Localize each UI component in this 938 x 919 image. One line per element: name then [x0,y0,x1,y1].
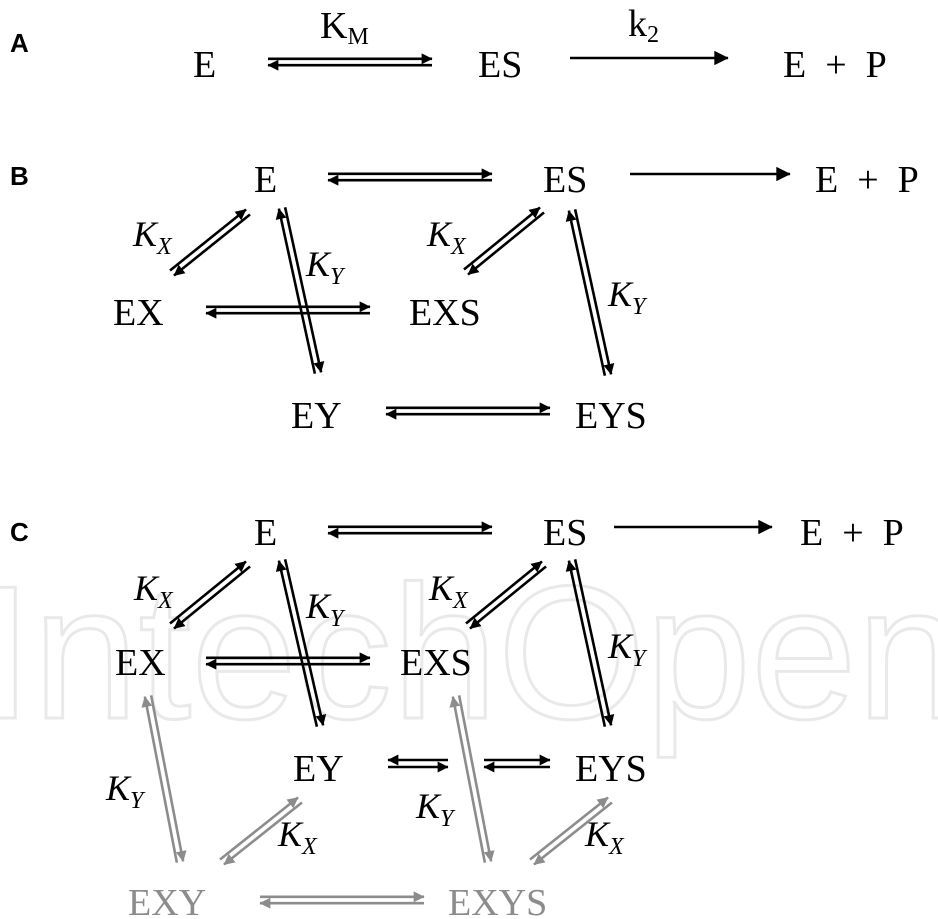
rate-label-kx: KX [132,214,173,260]
rate-label-sub: Y [632,646,648,672]
rate-label-sub: X [156,234,173,260]
rate-label-kx: KX [133,568,174,614]
equilibrium-arrow-exs-es-c-reverse [469,565,547,630]
rate-label-sub: 2 [647,22,659,48]
rate-label-main: K [607,626,634,666]
equilibrium-arrow-exs-es-b-forward [463,206,541,271]
species-exs-b: EXS [409,292,481,334]
species-ey-c: EY [293,748,344,790]
equilibrium-arrow-exys-eys-c-reverse [533,801,613,866]
equilibrium-arrow-ex-e-c-reverse [173,565,251,630]
rate-label-sub: X [450,234,467,260]
rate-label-sub: X [452,588,469,614]
equilibrium-arrow-exy-ex-c-forward [141,696,179,863]
species-e-plus-p-c: E + P [800,512,904,554]
rate-label-main: K [426,214,453,254]
rate-label-main: K [133,568,160,608]
species-exs-c: EXS [400,642,472,684]
rate-label-sub: Y [130,788,146,814]
rate-label-ky: KY [305,244,346,290]
equilibrium-arrow-ex-e-c-forward [169,560,247,625]
equilibrium-arrow-e-ey-b-reverse [275,208,317,374]
species-e-plus-p-a: E + P [783,44,887,86]
species-es-a: ES [478,44,522,86]
rate-label-ky: KY [607,274,648,320]
equilibrium-arrow-exys-exs-c-reverse [457,695,495,862]
species-es-c: ES [543,512,587,554]
rate-label-sub: X [301,834,318,860]
equilibrium-arrow-es-eys-c-forward [573,559,615,726]
species-e-c: E [254,512,277,554]
rate-label-sub: Y [330,606,346,632]
rate-label-sub: M [347,24,368,50]
rate-label-ky: KY [305,586,346,632]
rate-label-kx: KX [426,214,467,260]
rate-label-ky: KY [105,768,146,814]
rate-label-ky: KY [607,626,648,672]
equilibrium-arrow-es-eys-c-reverse [565,560,607,727]
equilibrium-arrow-ex-e-b-forward [169,208,247,272]
panel-a-label: A [10,28,29,58]
equilibrium-arrow-exy-ex-c-reverse [149,695,187,862]
species-e-b: E [254,159,277,201]
rate-label-main: K [584,814,611,854]
rate-label-main: K [320,5,348,47]
equilibrium-arrow-es-eys-b-reverse [565,210,607,376]
equilibrium-arrow-exy-ey-c-reverse [223,801,303,866]
rate-label-main: K [607,274,634,314]
equilibrium-arrow-e-ey-c-forward [283,558,327,726]
rate-label-main: K [305,244,332,284]
equilibrium-arrow-exy-ey-c-forward [219,796,299,861]
rate-label-main: K [132,214,159,254]
equilibrium-arrow-e-ey-b-forward [283,207,325,373]
panel-c-label: C [10,517,29,547]
rate-label-kx: KX [428,568,469,614]
rate-label-sub: X [157,588,174,614]
species-e-plus-p-b: E + P [815,159,919,201]
rate-label-main: K [305,586,332,626]
equilibrium-arrow-exys-exs-c-forward [449,696,487,863]
species-es-b: ES [543,159,587,201]
rate-label-main: K [277,814,304,854]
rate-label-km: KM [320,5,369,50]
rate-label-main: K [105,768,132,808]
rate-label-k2: k2 [628,3,659,48]
equilibrium-arrow-es-eys-b-forward [573,209,615,375]
species-exy-c: EXY [128,882,206,919]
equilibrium-arrow-exs-es-b-reverse [467,211,545,276]
species-ex-b: EX [113,292,164,334]
panel-b-label: B [10,161,29,191]
rate-label-sub: Y [440,806,456,832]
rate-label-sub: Y [330,264,346,290]
equilibrium-arrow-exys-eys-c-forward [529,796,609,861]
equilibrium-arrow-ex-e-b-reverse [173,213,251,277]
reaction-arrows [141,50,791,909]
species-ex-c: EX [115,642,166,684]
equilibrium-arrow-exs-es-c-forward [465,560,543,625]
species-eys-b: EYS [575,395,647,437]
rate-label-kx: KX [277,814,318,860]
rate-label-main: K [428,568,455,608]
species-e-a: E [193,44,216,86]
equilibrium-arrow-e-ey-c-reverse [275,560,319,728]
species-eys-c: EYS [575,748,647,790]
rate-label-main: K [415,786,442,826]
rate-label-sub: X [608,834,625,860]
species-ey-b: EY [291,395,342,437]
rate-label-main: k [628,3,647,45]
species-exys-c: EXYS [448,882,547,919]
rate-label-sub: Y [632,294,648,320]
rate-label-kx: KX [584,814,625,860]
rate-label-ky: KY [415,786,456,832]
